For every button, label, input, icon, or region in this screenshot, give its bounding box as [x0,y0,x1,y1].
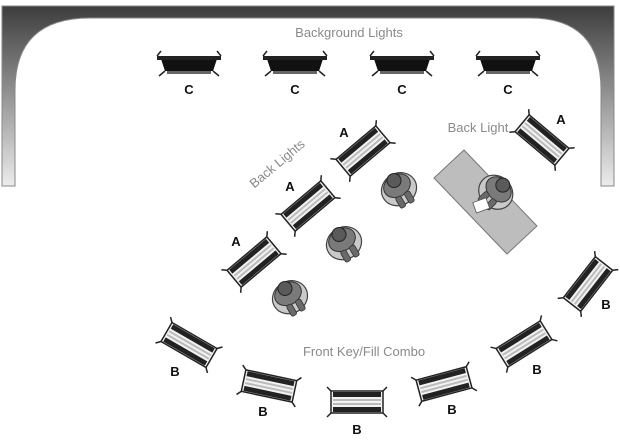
background-light [475,50,541,77]
guest [374,164,425,215]
front-light [154,316,224,374]
front-light-letter: B [352,422,361,437]
papers [472,197,491,214]
front-light-letter: B [258,404,267,419]
background-lights-label: Background Lights [295,25,403,40]
front-light [489,314,559,374]
background-light-letter: C [397,82,407,97]
back-light-label: Back Light [448,120,509,135]
front-light [235,364,303,408]
desk-area [433,149,538,255]
back-lights-label: Back Lights [247,136,309,191]
background-light-letter: C [184,82,194,97]
front-light-letter: B [601,297,610,312]
background-light-letter: C [290,82,300,97]
background-lights [156,50,541,77]
background-light [369,50,435,77]
front-key-fill-label: Front Key/Fill Combo [303,344,425,359]
front-light-letter: B [447,402,456,417]
guest [319,218,370,269]
back-light-letter: A [285,179,295,194]
front-lights [154,250,620,418]
front-light-letter: B [170,364,179,379]
guest [265,272,316,323]
front-light-letter: B [532,362,541,377]
background-light [262,50,328,77]
back-light-letter: A [339,125,349,140]
back-lights [220,119,397,294]
front-light [410,360,478,408]
front-light [326,386,388,418]
studio-wall [1,5,615,187]
background-light [156,50,222,77]
back-light-letter: A [231,234,241,249]
background-light-letter: C [503,82,513,97]
back-light-letter: A [556,112,566,127]
